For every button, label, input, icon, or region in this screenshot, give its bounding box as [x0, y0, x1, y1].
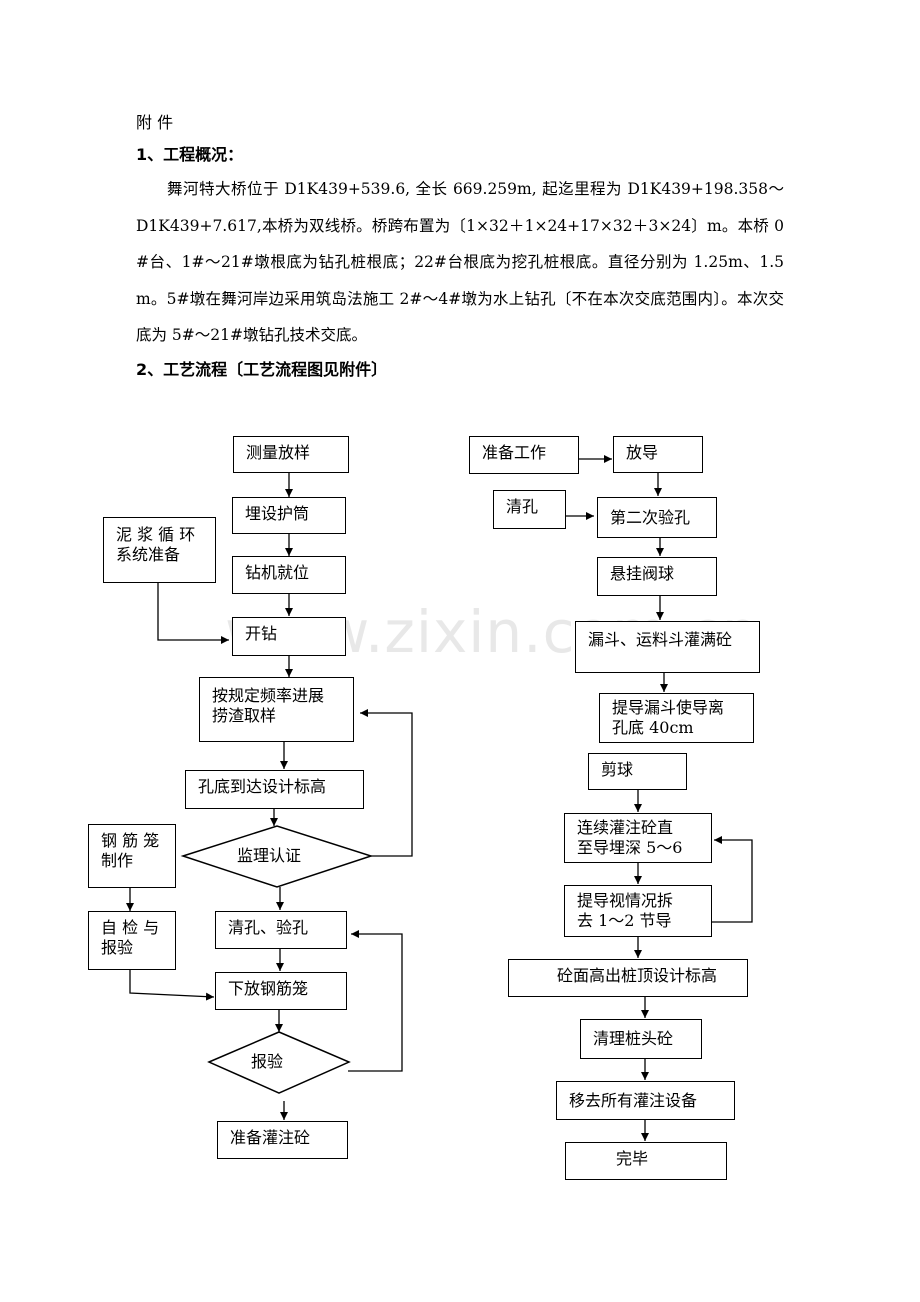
label-lower-cage: 下放钢筋笼 — [228, 979, 309, 998]
arrow-report-loop — [348, 930, 403, 1072]
box-fill-hopper: 漏斗、运料斗灌满砼 — [575, 621, 760, 673]
label-surface: 砼面高出桩顶设计标高 — [557, 966, 718, 985]
box-cage-make: 钢 筋 笼 制作 — [88, 824, 176, 888]
label-prep: 准备工作 — [482, 443, 547, 462]
box-casing: 埋设护筒 — [232, 497, 346, 534]
supervise-diamond — [180, 825, 374, 888]
label-report: 报验 — [251, 1052, 284, 1071]
label-selfcheck-line1: 自 检 与 — [101, 918, 160, 937]
label-supervise: 监理认证 — [237, 846, 302, 865]
box-remove-equip: 移去所有灌注设备 — [556, 1081, 735, 1120]
label-hang-ball: 悬挂阀球 — [610, 564, 675, 583]
section1-heading: 1、工程概况： — [136, 145, 244, 164]
box-place-pipe: 放导 — [613, 436, 703, 473]
label-selfcheck-line2: 报验 — [101, 938, 134, 957]
label-survey: 测量放样 — [246, 443, 311, 462]
label-cut-ball: 剪球 — [601, 760, 634, 779]
label-clean: 清孔 — [506, 497, 539, 516]
label-rig: 钻机就位 — [245, 563, 310, 582]
box-rig: 钻机就位 — [232, 556, 346, 594]
label-done: 完毕 — [616, 1149, 649, 1168]
box-drill: 开钻 — [232, 617, 346, 656]
box-clean-check: 清孔、验孔 — [215, 911, 347, 949]
section2-heading: 2、工艺流程〔工艺流程图见附件〕 — [136, 360, 388, 379]
label-mud-line2: 系统准备 — [116, 545, 181, 564]
box-prep: 准备工作 — [469, 436, 579, 474]
label-mud-line1: 泥 浆 循 环 — [116, 525, 196, 544]
box-sample: 按规定频率进展 捞渣取样 — [199, 677, 354, 742]
arrow-supervise-loop — [360, 709, 413, 857]
box-bottom: 孔底到达设计标高 — [185, 770, 364, 809]
label-lift-line1: 提导漏斗使导离 — [612, 698, 725, 717]
label-remove-equip: 移去所有灌注设备 — [569, 1091, 698, 1110]
box-mud-system: 泥 浆 循 环 系统准备 — [103, 517, 216, 583]
label-cagemake-line2: 制作 — [101, 851, 134, 870]
box-continuous-pour: 连续灌注砼直 至导埋深 5～6 — [564, 813, 712, 863]
box-selfcheck: 自 检 与 报验 — [88, 911, 176, 970]
label-remove-line2: 去 1～2 节导 — [577, 911, 672, 930]
label-trim-head: 清理桩头砼 — [593, 1029, 674, 1048]
box-second-check: 第二次验孔 — [597, 497, 717, 538]
label-fill-hopper: 漏斗、运料斗灌满砼 — [588, 630, 733, 649]
box-clean: 清孔 — [493, 490, 566, 529]
box-cut-ball: 剪球 — [588, 753, 687, 790]
label-prepare-pour: 准备灌注砼 — [230, 1128, 311, 1147]
label-second-check: 第二次验孔 — [610, 508, 691, 527]
label-casing: 埋设护筒 — [245, 504, 310, 523]
arrow-selfcheck-lower — [129, 970, 215, 1001]
box-done: 完毕 — [565, 1142, 727, 1180]
arrow-remove-loop — [712, 836, 753, 923]
label-cont-line1: 连续灌注砼直 — [577, 818, 674, 837]
label-drill: 开钻 — [245, 624, 278, 643]
label-clean-check: 清孔、验孔 — [228, 918, 309, 937]
label-cagemake-line1: 钢 筋 笼 — [101, 831, 160, 850]
label-sample-line2: 捞渣取样 — [212, 706, 277, 725]
label-bottom: 孔底到达设计标高 — [198, 777, 327, 796]
box-surface: 砼面高出桩顶设计标高 — [508, 959, 748, 997]
section1-paragraph: 舞河特大桥位于 D1K439+539.6, 全长 669.259m, 起迄里程为… — [136, 180, 784, 344]
arrow-mud-drill — [157, 583, 229, 644]
label-sample-line1: 按规定频率进展 — [212, 686, 325, 705]
box-hang-ball: 悬挂阀球 — [597, 557, 717, 596]
label-lift-line2: 孔底 40cm — [612, 718, 694, 737]
label-cont-line2: 至导埋深 5～6 — [577, 838, 683, 857]
annex-label: 附 件 — [136, 113, 174, 132]
box-lift-hopper: 提导漏斗使导离 孔底 40cm — [599, 693, 754, 743]
label-remove-line1: 提导视情况拆 — [577, 891, 674, 910]
label-place-pipe: 放导 — [626, 443, 659, 462]
box-lower-cage: 下放钢筋笼 — [215, 972, 347, 1010]
box-trim-head: 清理桩头砼 — [580, 1019, 702, 1059]
box-prepare-pour: 准备灌注砼 — [217, 1121, 348, 1159]
report-diamond — [207, 1031, 351, 1094]
box-survey: 测量放样 — [233, 436, 349, 473]
box-remove-pipe: 提导视情况拆 去 1～2 节导 — [564, 885, 712, 937]
